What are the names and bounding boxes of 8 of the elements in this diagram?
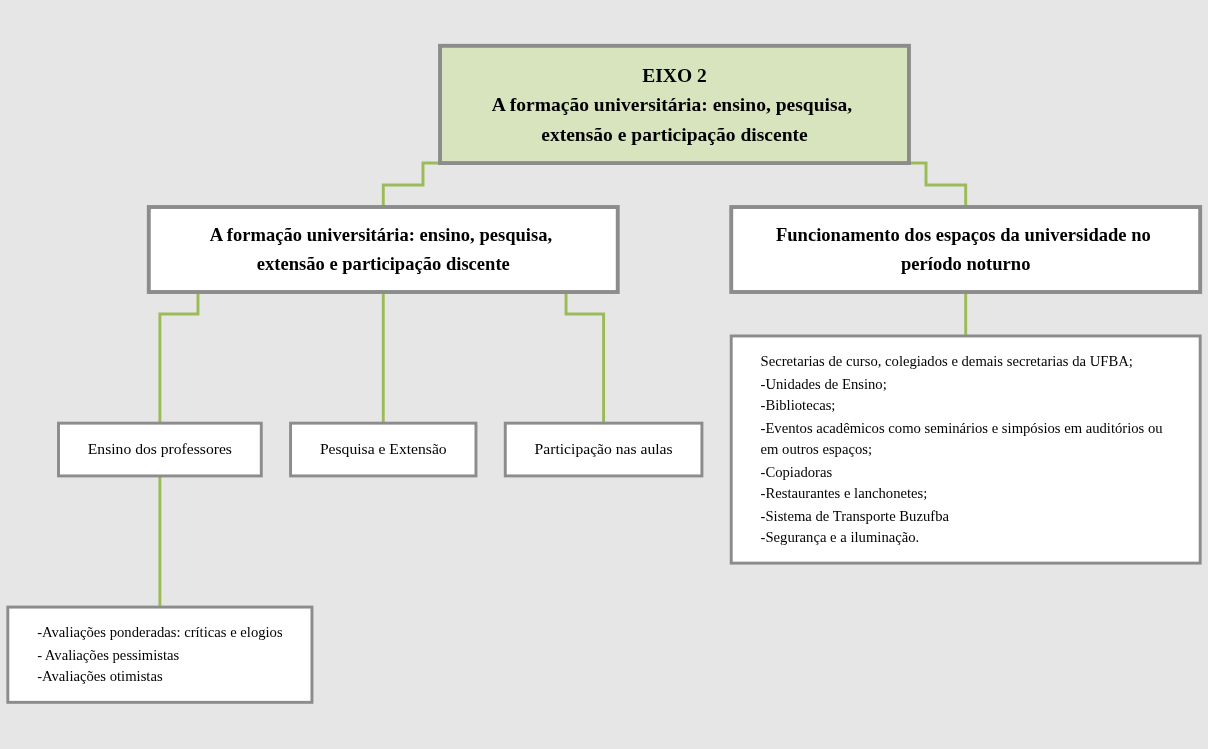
node-box: Secretarias de curso, colegiados e demais secretarias da UFBA; -Unidades de Ensino; -Bibliotecas; -Eventos acadêmicos como seminários e simpósios em auditórios ou em outros espaços; -Copiadoras -Restaurantes e lanchonetes; -Sistema de Transporte Buzufba -Segurança e a iluminação. xyxy=(729,334,1202,565)
node-box: Ensino dos professores xyxy=(57,422,263,478)
node-box: EIXO 2 A formação universitária: ensino, pesquisa, extensão e participação discente xyxy=(438,44,911,166)
node-box: Participação nas aulas xyxy=(503,422,704,478)
node-box: A formação universitária: ensino, pesquisa, extensão e participação discente xyxy=(146,205,620,295)
node-box: Funcionamento dos espaços da universidade no período noturno xyxy=(729,205,1203,295)
node-box: -Avaliações ponderadas: críticas e elogios - Avaliações pessimistas -Avaliações otimistas xyxy=(6,606,314,705)
node-box: Pesquisa e Extensão xyxy=(289,422,478,478)
